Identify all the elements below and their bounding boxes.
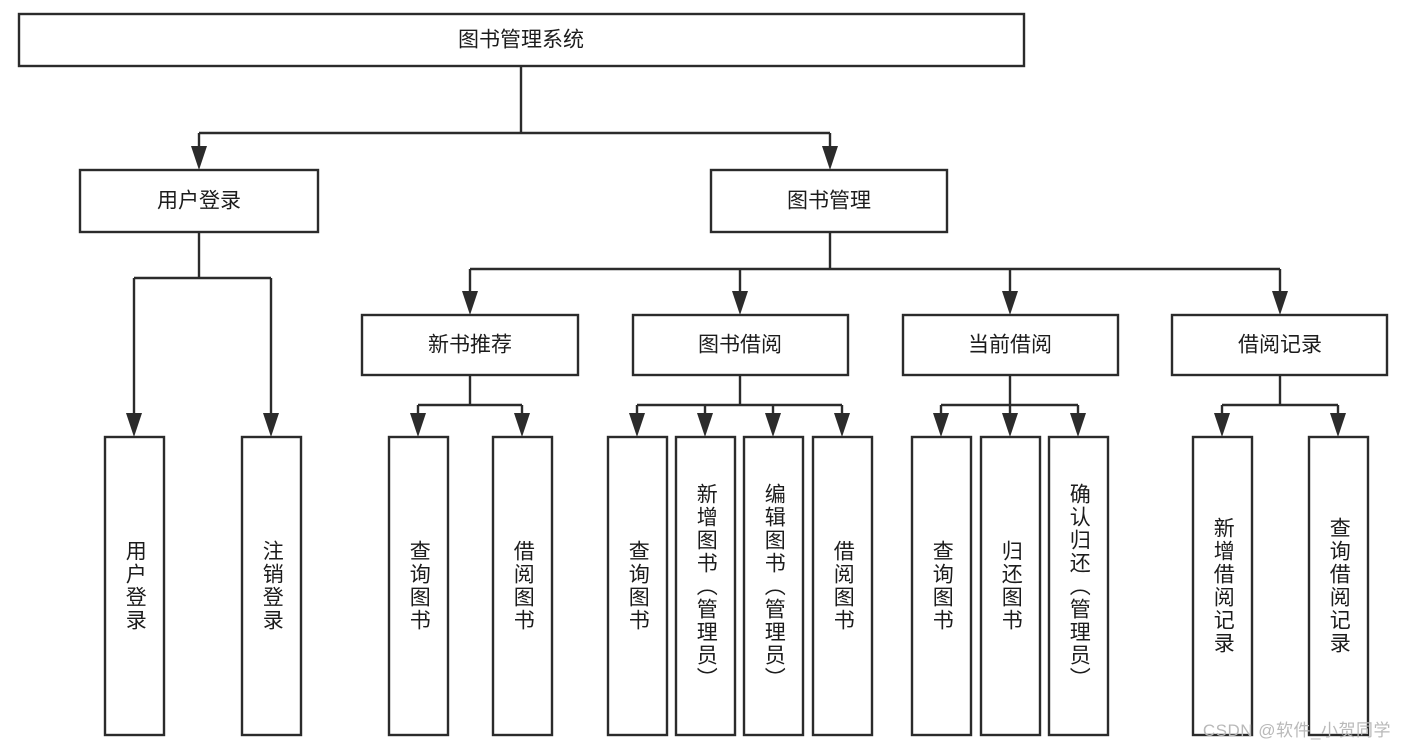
- label-borrow-record: 借阅记录: [1238, 334, 1322, 357]
- label-current-borrow: 当前借阅: [968, 334, 1052, 357]
- node-leaf-add-record[interactable]: [1191, 435, 1254, 737]
- node-user-login[interactable]: [78, 168, 320, 234]
- node-leaf-borrow-book-1[interactable]: [491, 435, 554, 737]
- arrowhead-add-record: [1214, 413, 1230, 437]
- arrowhead-borrow-record: [1272, 291, 1288, 315]
- label-user-login: 用户登录: [157, 190, 241, 213]
- label-book-borrow: 图书借阅: [698, 334, 782, 357]
- arrowhead-query-book-2: [629, 413, 645, 437]
- connector-layer: [126, 66, 1346, 437]
- label-book-manage: 图书管理: [787, 190, 871, 213]
- node-root[interactable]: [17, 12, 1026, 68]
- node-leaf-query-record[interactable]: [1307, 435, 1370, 737]
- arrowhead-query-book-3: [933, 413, 949, 437]
- arrowhead-query-record: [1330, 413, 1346, 437]
- horizontal-label-layer: 图书管理系统 用户登录 图书管理 新书推荐 图书借阅 当前借阅 借阅记录: [157, 29, 1322, 357]
- node-leaf-query-book-2[interactable]: [606, 435, 669, 737]
- csdn-watermark: CSDN @软件_小贺同学: [1202, 721, 1391, 740]
- arrowhead-borrow-book-1: [514, 413, 530, 437]
- arrowhead-leaf-user-login: [126, 413, 142, 437]
- node-box-layer: [17, 12, 1389, 737]
- node-new-book-recommend[interactable]: [360, 313, 580, 377]
- label-new-book-recommend: 新书推荐: [428, 334, 512, 357]
- node-book-borrow[interactable]: [631, 313, 850, 377]
- arrowhead-leaf-user-logout: [263, 413, 279, 437]
- arrowhead-borrow-book-2: [834, 413, 850, 437]
- arrowhead-book-manage: [822, 146, 838, 170]
- node-leaf-query-book-3[interactable]: [910, 435, 973, 737]
- node-leaf-edit-book[interactable]: [742, 435, 805, 737]
- arrowhead-add-book: [697, 413, 713, 437]
- node-borrow-record[interactable]: [1170, 313, 1389, 377]
- node-book-manage[interactable]: [709, 168, 949, 234]
- arrowhead-return-book: [1002, 413, 1018, 437]
- node-leaf-return-book[interactable]: [979, 435, 1042, 737]
- arrowhead-user-login: [191, 146, 207, 170]
- arrowhead-confirm-return: [1070, 413, 1086, 437]
- node-leaf-borrow-book-2[interactable]: [811, 435, 874, 737]
- node-leaf-user-login[interactable]: [103, 435, 166, 737]
- arrowhead-current-borrow: [1002, 291, 1018, 315]
- node-leaf-query-book-1[interactable]: [387, 435, 450, 737]
- node-leaf-user-logout[interactable]: [240, 435, 303, 737]
- node-leaf-confirm-return[interactable]: [1047, 435, 1110, 737]
- arrowhead-edit-book: [765, 413, 781, 437]
- arrowhead-new-book-recommend: [462, 291, 478, 315]
- arrowhead-query-book-1: [410, 413, 426, 437]
- label-root: 图书管理系统: [458, 29, 584, 52]
- node-current-borrow[interactable]: [901, 313, 1120, 377]
- node-leaf-add-book[interactable]: [674, 435, 737, 737]
- arrowhead-book-borrow: [732, 291, 748, 315]
